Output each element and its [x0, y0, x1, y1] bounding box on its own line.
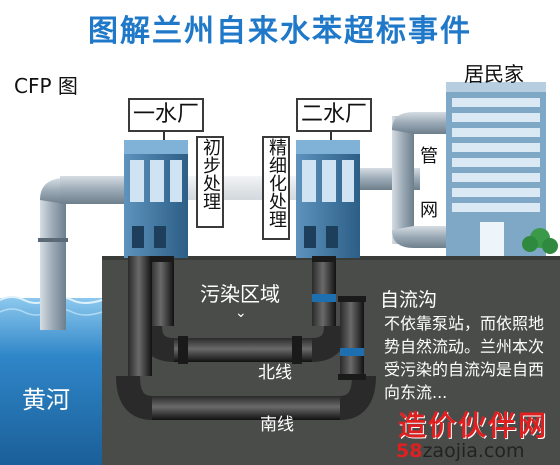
- pollution-arrow-icon: ⌄: [235, 305, 247, 321]
- residence-label: 居民家: [464, 62, 524, 86]
- pipe-network-label-bottom: 网: [420, 200, 438, 221]
- intake-pipe: [40, 200, 66, 330]
- plant-1-process-label: 初步处理: [196, 136, 224, 228]
- plant-1-label: 一水厂: [128, 98, 204, 132]
- south-line-label: 南线: [260, 415, 294, 435]
- watermark-logo: 造价伙伴网: [398, 409, 549, 442]
- watermark-url-domain: zaojia.com: [422, 440, 525, 462]
- plant-2-label: 二水厂: [296, 98, 372, 132]
- plant-2-process-label: 精细化处理: [262, 136, 290, 240]
- south-line-pipe: [152, 396, 340, 420]
- watermark-url-number: 58: [396, 440, 423, 462]
- gravity-ditch-description: 不依靠泵站，而依照地势自然流动。兰州本次受污染的自流沟是自西向东流...: [384, 314, 545, 402]
- pollution-zone-label: 污染区域: [200, 282, 280, 306]
- process1-text: 初步处理: [200, 138, 221, 210]
- north-line-label: 北线: [258, 363, 292, 383]
- yellow-river-label: 黄河: [22, 386, 70, 414]
- watermark-url: 58zaojia.com: [396, 440, 525, 462]
- gravity-ditch-title: 自流沟: [380, 289, 438, 311]
- photo-credit: CFP 图: [14, 74, 78, 98]
- page-title: 图解兰州自来水苯超标事件: [88, 14, 472, 49]
- process2-text: 精细化处理: [266, 138, 287, 228]
- pipe-network-label-top: 管: [420, 146, 438, 167]
